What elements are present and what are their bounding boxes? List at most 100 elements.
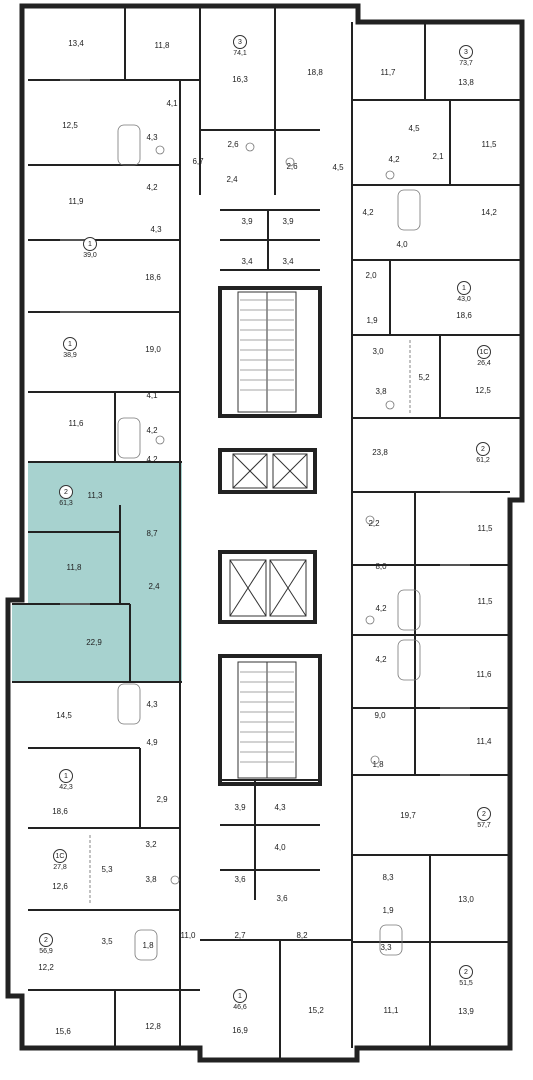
apartment-area: 27,8 [53, 864, 67, 871]
room-area-label: 11,5 [477, 597, 493, 606]
interior-walls [12, 6, 522, 1060]
room-area-label: 2,2 [368, 519, 380, 528]
apartment-badge-1c-27[interactable]: 1С 27,8 [53, 849, 67, 871]
room-area-label: 4,2 [388, 155, 400, 164]
room-area-label: 4,3 [146, 700, 158, 709]
room-area-label: 4,2 [362, 208, 374, 217]
room-area-label: 11,8 [66, 563, 82, 572]
apartment-badge-1-46[interactable]: 1 46,6 [233, 989, 247, 1011]
room-area-label: 13,4 [68, 39, 84, 48]
apartment-badge-2-61-3[interactable]: 2 61,3 [59, 485, 73, 507]
room-area-label: 11,6 [476, 670, 492, 679]
apartment-badge-2-56[interactable]: 2 56,9 [39, 933, 53, 955]
room-area-label: 4,2 [375, 604, 387, 613]
apartment-badge-1c-26[interactable]: 1С 26,4 [477, 345, 491, 367]
rooms-count: 2 [476, 442, 490, 456]
room-area-label: 18,6 [456, 311, 472, 320]
room-area-label: 1,9 [382, 906, 394, 915]
windows [60, 79, 470, 776]
room-area-label: 12,5 [62, 121, 78, 130]
apartment-area: 51,5 [459, 980, 473, 987]
room-area-label: 16,3 [232, 75, 248, 84]
room-area-label: 1,8 [142, 941, 154, 950]
rooms-count: 1С [477, 345, 491, 359]
room-area-label: 3,8 [375, 387, 387, 396]
apartment-badge-1-43[interactable]: 1 43,0 [457, 281, 471, 303]
room-area-label: 3,6 [234, 875, 246, 884]
apartment-area: 57,7 [477, 822, 491, 829]
room-area-label: 4,9 [146, 738, 158, 747]
room-area-label: 6,7 [192, 157, 204, 166]
room-area-label: 3,8 [145, 875, 157, 884]
room-area-label: 3,3 [380, 943, 392, 952]
core-details [229, 291, 308, 779]
room-area-label: 11,3 [87, 491, 103, 500]
apartment-area: 26,4 [477, 360, 491, 367]
room-area-label: 11,5 [477, 524, 493, 533]
apartment-badge-3-73[interactable]: 3 73,7 [459, 45, 473, 67]
rooms-count: 2 [39, 933, 53, 947]
room-area-label: 11,0 [180, 931, 196, 940]
room-area-label: 4,3 [150, 225, 162, 234]
room-area-label: 2,4 [148, 582, 160, 591]
apartment-area: 56,9 [39, 948, 53, 955]
room-area-label: 11,1 [383, 1006, 399, 1015]
dashed-partitions [89, 340, 411, 905]
room-area-label: 14,5 [56, 711, 72, 720]
room-area-label: 5,3 [101, 865, 113, 874]
room-area-label: 12,5 [475, 386, 491, 395]
room-area-label: 4,1 [146, 391, 158, 400]
room-area-label: 2,0 [365, 271, 377, 280]
room-area-label: 11,8 [154, 41, 170, 50]
outer-walls [5, 3, 525, 1063]
room-area-label: 13,0 [458, 895, 474, 904]
room-area-label: 2,6 [286, 162, 298, 171]
room-area-label: 11,6 [68, 419, 84, 428]
apartment-badge-1-39[interactable]: 1 39,0 [83, 237, 97, 259]
room-area-label: 19,0 [145, 345, 161, 354]
rooms-count: 2 [459, 965, 473, 979]
room-area-label: 11,7 [380, 68, 396, 77]
room-area-label: 2,7 [234, 931, 246, 940]
room-area-label: 18,6 [52, 807, 68, 816]
room-area-label: 8,3 [382, 873, 394, 882]
room-area-label: 3,4 [241, 257, 253, 266]
apartment-area: 61,2 [476, 457, 490, 464]
rooms-count: 1 [457, 281, 471, 295]
rooms-count: 3 [459, 45, 473, 59]
apartment-area: 74,1 [233, 50, 247, 57]
apartment-badge-2-57[interactable]: 2 57,7 [477, 807, 491, 829]
room-area-label: 3,2 [145, 840, 157, 849]
room-area-label: 3,5 [101, 937, 113, 946]
room-area-label: 4,5 [408, 124, 420, 133]
room-area-label: 12,6 [52, 882, 68, 891]
room-area-label: 4,3 [274, 803, 286, 812]
room-area-label: 15,2 [308, 1006, 324, 1015]
rooms-count: 1 [233, 989, 247, 1003]
room-area-label: 8,7 [146, 529, 158, 538]
room-area-label: 4,2 [146, 426, 158, 435]
apartment-area: 73,7 [459, 60, 473, 67]
room-area-label: 5,2 [418, 373, 430, 382]
apartment-badge-3-74[interactable]: 3 74,1 [233, 35, 247, 57]
apartment-badge-2-61-2[interactable]: 2 61,2 [476, 442, 490, 464]
rooms-count: 1 [59, 769, 73, 783]
room-area-label: 3,9 [241, 217, 253, 226]
room-area-label: 11,4 [476, 737, 492, 746]
highlighted-apartment-2-61-3[interactable] [12, 462, 182, 682]
apartment-badge-1-42[interactable]: 1 42,3 [59, 769, 73, 791]
apartment-badge-2-51[interactable]: 2 51,5 [459, 965, 473, 987]
room-area-label: 4,1 [166, 99, 178, 108]
apartment-badge-1-38[interactable]: 1 38,9 [63, 337, 77, 359]
room-area-label: 9,0 [374, 711, 386, 720]
room-area-label: 8,0 [375, 562, 387, 571]
room-area-label: 4,2 [146, 183, 158, 192]
room-area-label: 2,9 [156, 795, 168, 804]
rooms-count: 2 [59, 485, 73, 499]
room-area-label: 2,4 [226, 175, 238, 184]
room-area-label: 4,5 [332, 163, 344, 172]
room-area-label: 18,6 [145, 273, 161, 282]
cores [218, 286, 322, 786]
apartment-area: 46,6 [233, 1004, 247, 1011]
